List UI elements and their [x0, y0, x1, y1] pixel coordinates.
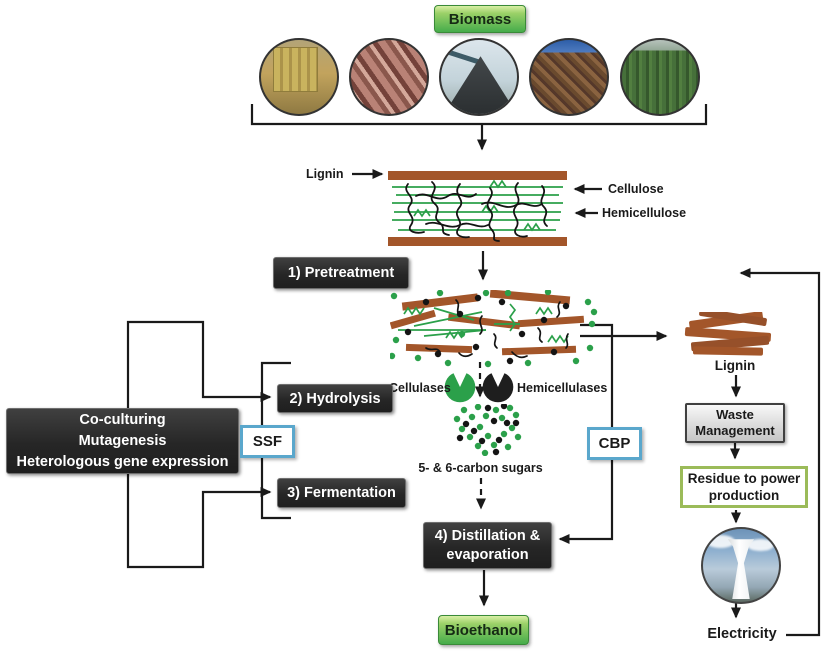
waste-management-box: Waste Management	[685, 403, 785, 443]
pretreated-biomass-icon	[390, 290, 598, 368]
bioethanol-label: Bioethanol	[444, 621, 523, 639]
conveyor-icon	[441, 46, 482, 66]
lignocellulose-structure-icon	[388, 171, 567, 246]
lignin-pile-icon	[684, 312, 772, 356]
lignin-pile-label: Lignin	[714, 358, 756, 373]
biomass-node: Biomass	[434, 5, 526, 33]
waste-management-label: Waste Management	[695, 407, 775, 438]
biomass-photo-hay-bale	[259, 38, 339, 116]
strategies-box: Co-culturing Mutagenesis Heterologous ge…	[6, 408, 239, 474]
cbp-box: CBP	[587, 427, 642, 460]
pretreatment-step-box: 1) Pretreatment	[273, 257, 409, 289]
sugar-molecules-icon	[453, 404, 522, 456]
distillation-step-box: 4) Distillation & evaporation	[423, 522, 552, 569]
strategy-co-culturing: Co-culturing	[79, 411, 166, 428]
hay-bale-icon	[273, 47, 318, 93]
hydrolysis-label: 2) Hydrolysis	[289, 390, 381, 407]
biomass-photo-wood-waste	[349, 38, 429, 116]
strategy-mutagenesis: Mutagenesis	[78, 432, 167, 449]
residue-power-label: Residue to power production	[687, 471, 801, 503]
biomass-label: Biomass	[448, 10, 512, 28]
hydrolysis-step-box: 2) Hydrolysis	[277, 384, 393, 413]
biomass-photo-coal-pile	[439, 38, 519, 116]
fermentation-label: 3) Fermentation	[287, 485, 396, 501]
hemicellulases-label: Hemicellulases	[517, 381, 608, 395]
bracket-strategies-bottom	[126, 470, 272, 569]
cbp-label: CBP	[598, 435, 631, 452]
sugars-label: 5- & 6-carbon sugars	[418, 461, 543, 475]
fermentation-step-box: 3) Fermentation	[277, 478, 406, 508]
line-electricity-recycle	[739, 268, 821, 637]
lignin-callout-label: Lignin	[306, 167, 344, 181]
biomass-photo-organic-waste	[529, 38, 609, 116]
cellulose-callout-label: Cellulose	[608, 182, 664, 196]
enzymes-icon	[444, 370, 514, 403]
bracket-strategies-top	[126, 320, 272, 410]
hemicellulose-callout-label: Hemicellulose	[602, 206, 687, 220]
strategy-heterologous: Heterologous gene expression	[16, 453, 229, 470]
pretreatment-label: 1) Pretreatment	[287, 265, 395, 281]
cloud-icon	[706, 534, 735, 548]
ssf-box: SSF	[240, 425, 295, 458]
biomass-photo-energy-crops	[620, 38, 700, 116]
cellulases-label: Cellulases	[389, 381, 451, 395]
cooling-tower-photo	[701, 527, 781, 604]
cloud-icon	[747, 539, 775, 551]
biomass-bracket	[250, 104, 708, 126]
distillation-label: 4) Distillation & evaporation	[434, 527, 541, 563]
electricity-label: Electricity	[707, 626, 777, 642]
bioethanol-node: Bioethanol	[438, 615, 529, 645]
residue-power-box: Residue to power production	[680, 466, 808, 508]
ssf-label: SSF	[252, 433, 283, 450]
